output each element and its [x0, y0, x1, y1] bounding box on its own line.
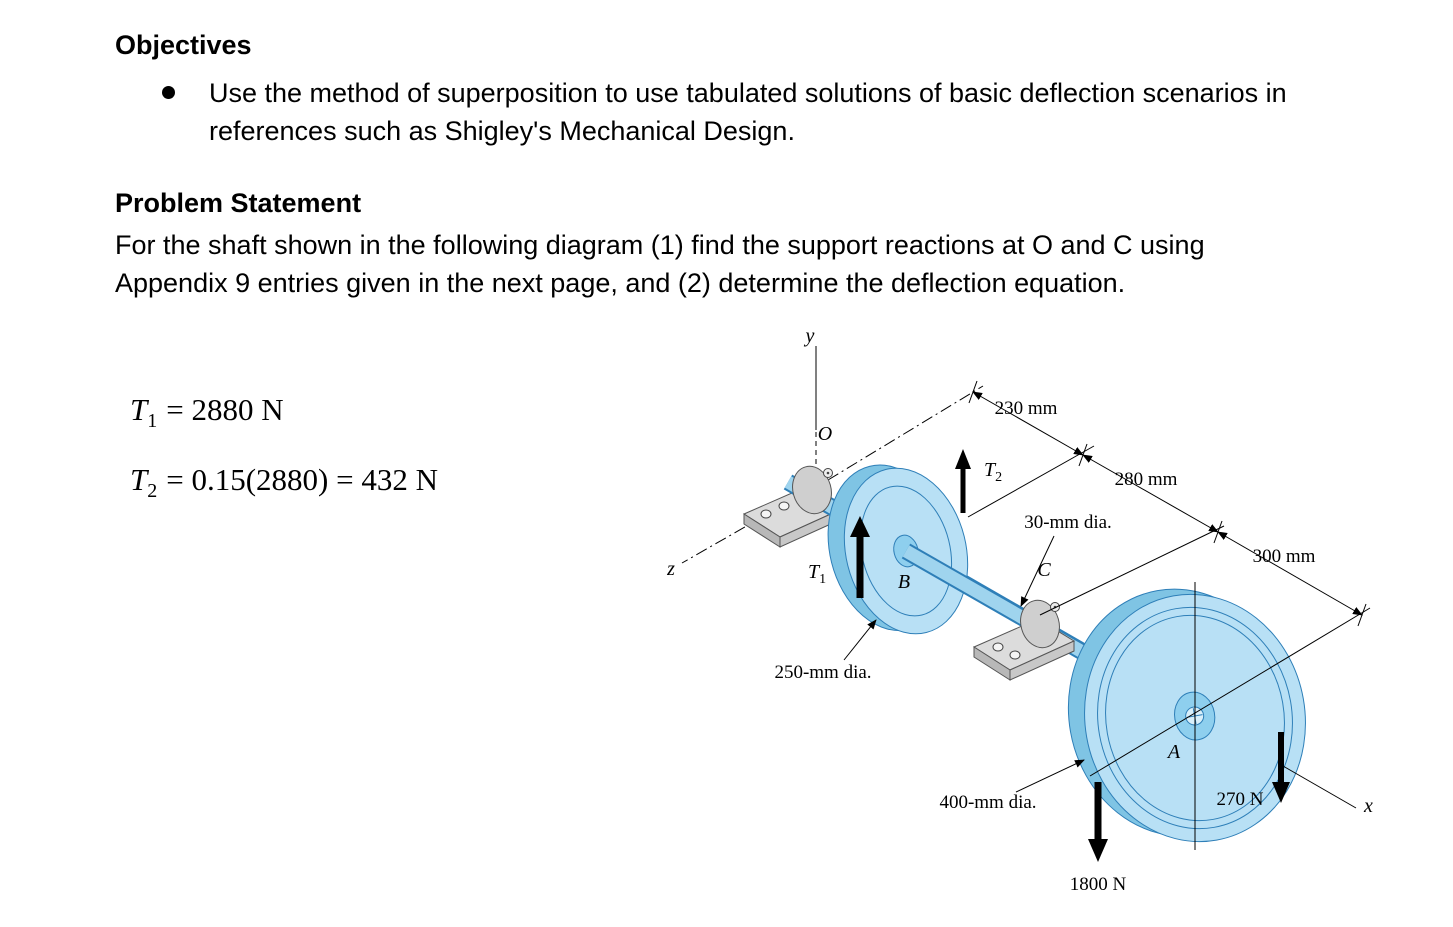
t2-value: = 0.15(2880) = 432 N: [166, 462, 438, 497]
bearing-O-cap: [792, 465, 833, 515]
bolt-hole-icon: [992, 642, 1004, 652]
shaft-diagram-svg: y z 230 mm 280 mm 300 mm: [666, 325, 1373, 895]
t1-value: = 2880 N: [166, 392, 284, 427]
t1-symbol: T: [130, 392, 148, 427]
objective-bullet-item: Use the method of superposition to use t…: [162, 74, 1352, 151]
bolt-hole-icon: [778, 501, 790, 511]
pulley-b-dia-callout: 250-mm dia.: [774, 619, 877, 683]
shaft-dia-callout: 30-mm dia.: [1020, 512, 1112, 607]
force-arrow-T2: T2: [955, 449, 1002, 513]
bearing-C: [972, 599, 1076, 681]
torque-t2-label: T2: [984, 459, 1002, 485]
equation-t2: T2 = 0.15(2880) = 432 N: [130, 462, 438, 503]
objectives-heading: Objectives: [115, 30, 252, 60]
point-C-label: C: [1037, 559, 1051, 581]
problem-text: For the shaft shown in the following dia…: [115, 230, 1205, 299]
point-B-label: B: [898, 571, 910, 593]
equation-t1: T1 = 2880 N: [130, 392, 284, 433]
extension-line-C: [1039, 525, 1225, 616]
pulley-b-dia-label: 250-mm dia.: [774, 662, 871, 683]
objective-bullet-text: Use the method of superposition to use t…: [209, 78, 1287, 147]
bullet-dot: [162, 86, 175, 99]
t2-subscript: 2: [147, 480, 158, 503]
shaft-dia-label: 30-mm dia.: [1024, 512, 1112, 533]
pulley-a-dia-callout: 400-mm dia.: [939, 759, 1085, 813]
dim-280mm-label: 280 mm: [1115, 469, 1178, 490]
extension-line-A: [1089, 607, 1371, 777]
dim-230mm-label: 230 mm: [995, 398, 1058, 419]
point-O-label: O: [818, 423, 832, 445]
z-axis: z: [666, 515, 765, 580]
centerlines: x: [1089, 582, 1373, 850]
force-270-label: 270 N: [1217, 789, 1264, 810]
pulley-a-dia-label: 400-mm dia.: [939, 792, 1036, 813]
x-axis-label: x: [1363, 795, 1373, 817]
force-1800-label: 1800 N: [1070, 874, 1127, 895]
pulley-B: [827, 464, 969, 635]
point-A-label: A: [1166, 741, 1181, 763]
z-axis-label: z: [666, 558, 675, 580]
y-axis-label: y: [804, 330, 815, 347]
dim-300mm-label: 300 mm: [1253, 546, 1316, 567]
bolt-hole-icon: [1009, 650, 1021, 660]
shaft-diagram: y z 230 mm 280 mm 300 mm: [638, 325, 1453, 922]
problem-heading: Problem Statement: [115, 188, 362, 218]
pulley-A: [1067, 588, 1306, 843]
extension-line-O: [827, 385, 984, 481]
torque-t1-label: T1: [808, 561, 826, 587]
t1-subscript: 1: [147, 410, 158, 433]
bolt-hole-icon: [760, 509, 772, 519]
y-axis: y: [804, 325, 817, 472]
t2-symbol: T: [130, 462, 148, 497]
force-arrow-270N: 270 N: [1217, 732, 1290, 810]
x-axis: [1282, 765, 1357, 809]
force-arrow-T1: T1: [808, 516, 870, 598]
extension-line-B: [967, 445, 1095, 518]
force-arrow-1800N: 1800 N: [1070, 782, 1127, 895]
dimension-chain: 230 mm 280 mm 300 mm: [968, 380, 1367, 627]
